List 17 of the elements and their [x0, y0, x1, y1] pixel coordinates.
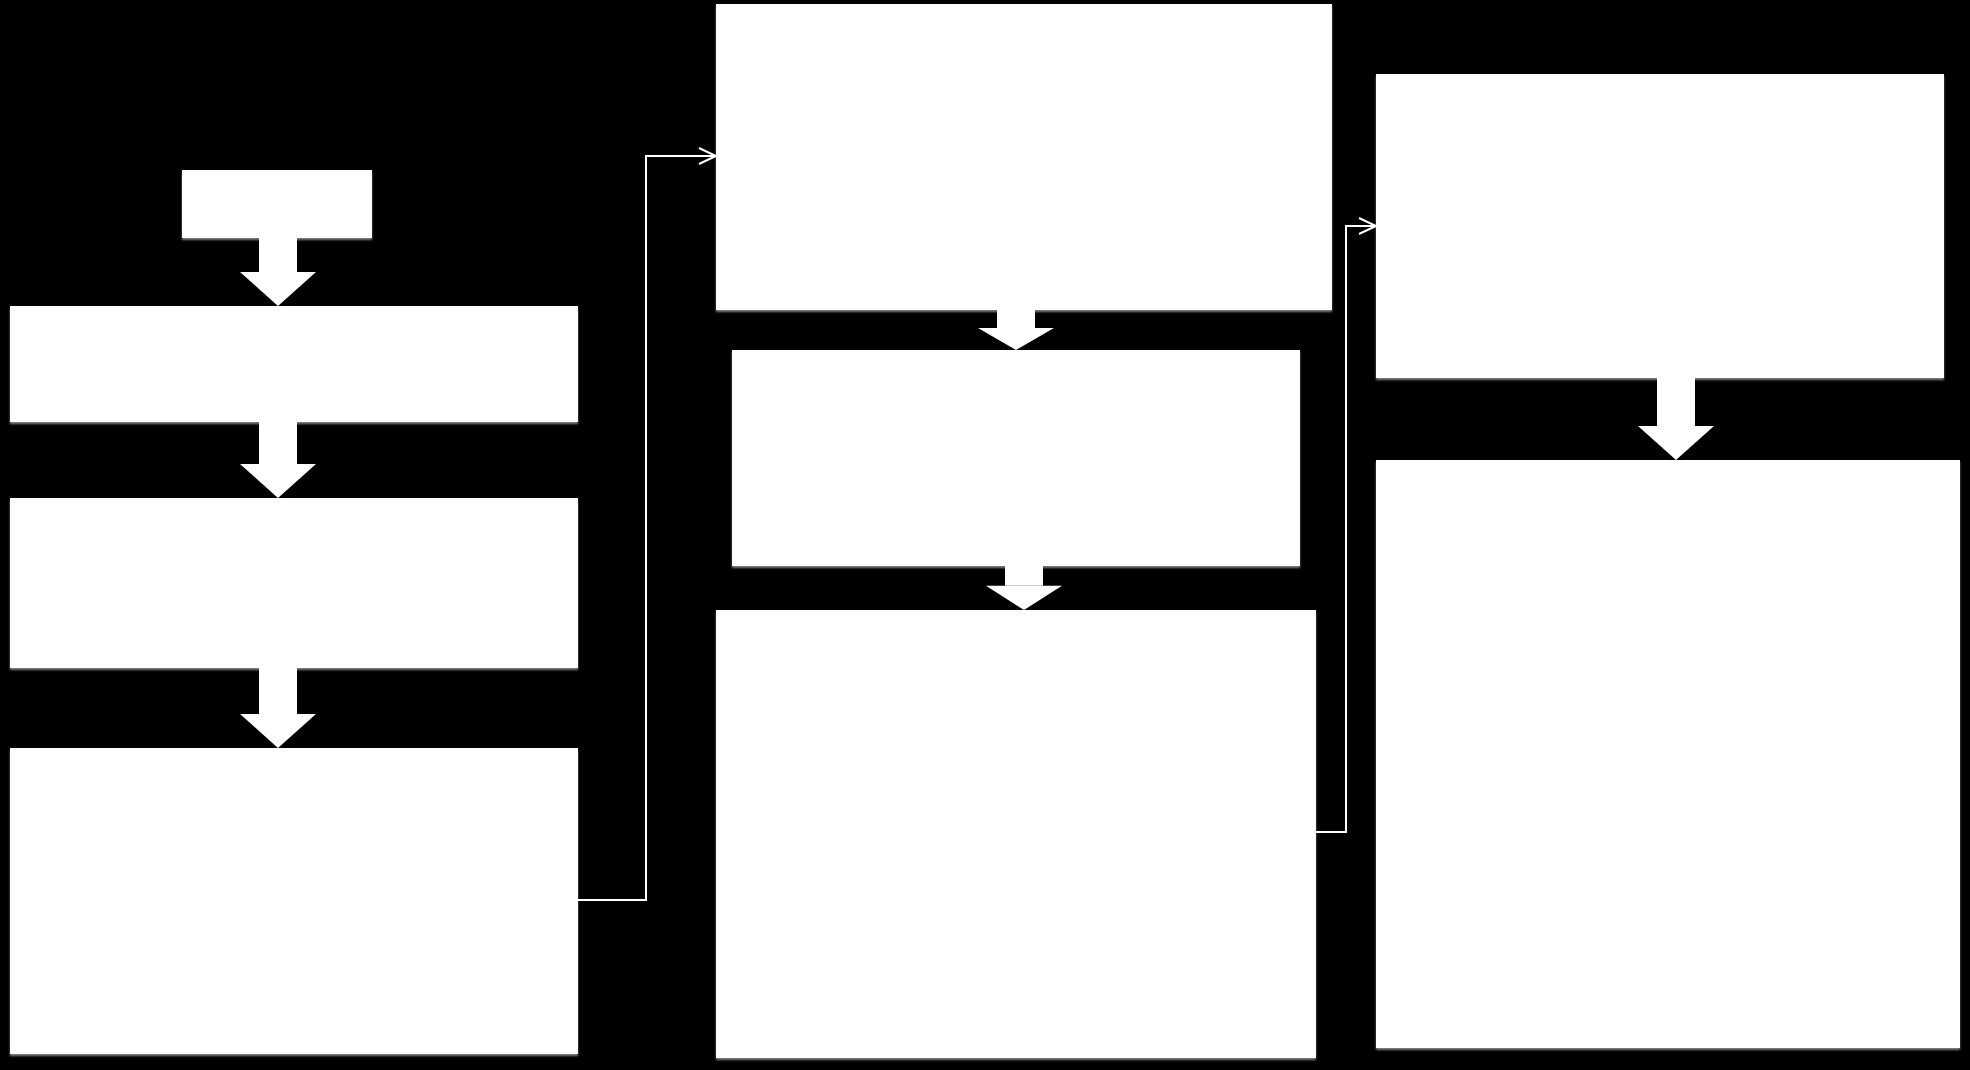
process-box: [732, 350, 1300, 566]
process-box: [716, 610, 1316, 1058]
block-arrow: [1638, 378, 1714, 460]
block-arrow: [240, 668, 316, 748]
process-box: [716, 4, 1332, 310]
process-box: [182, 170, 372, 238]
connector-arrow: [1315, 217, 1377, 833]
process-box: [10, 748, 578, 1054]
block-arrow: [978, 310, 1054, 350]
process-box: [10, 306, 578, 422]
process-box: [1376, 460, 1960, 1048]
process-box: [1376, 74, 1944, 378]
process-box: [10, 498, 578, 668]
block-arrow: [986, 566, 1062, 610]
connector-arrow: [577, 147, 717, 901]
block-arrow: [240, 238, 316, 306]
block-arrow: [240, 422, 316, 498]
